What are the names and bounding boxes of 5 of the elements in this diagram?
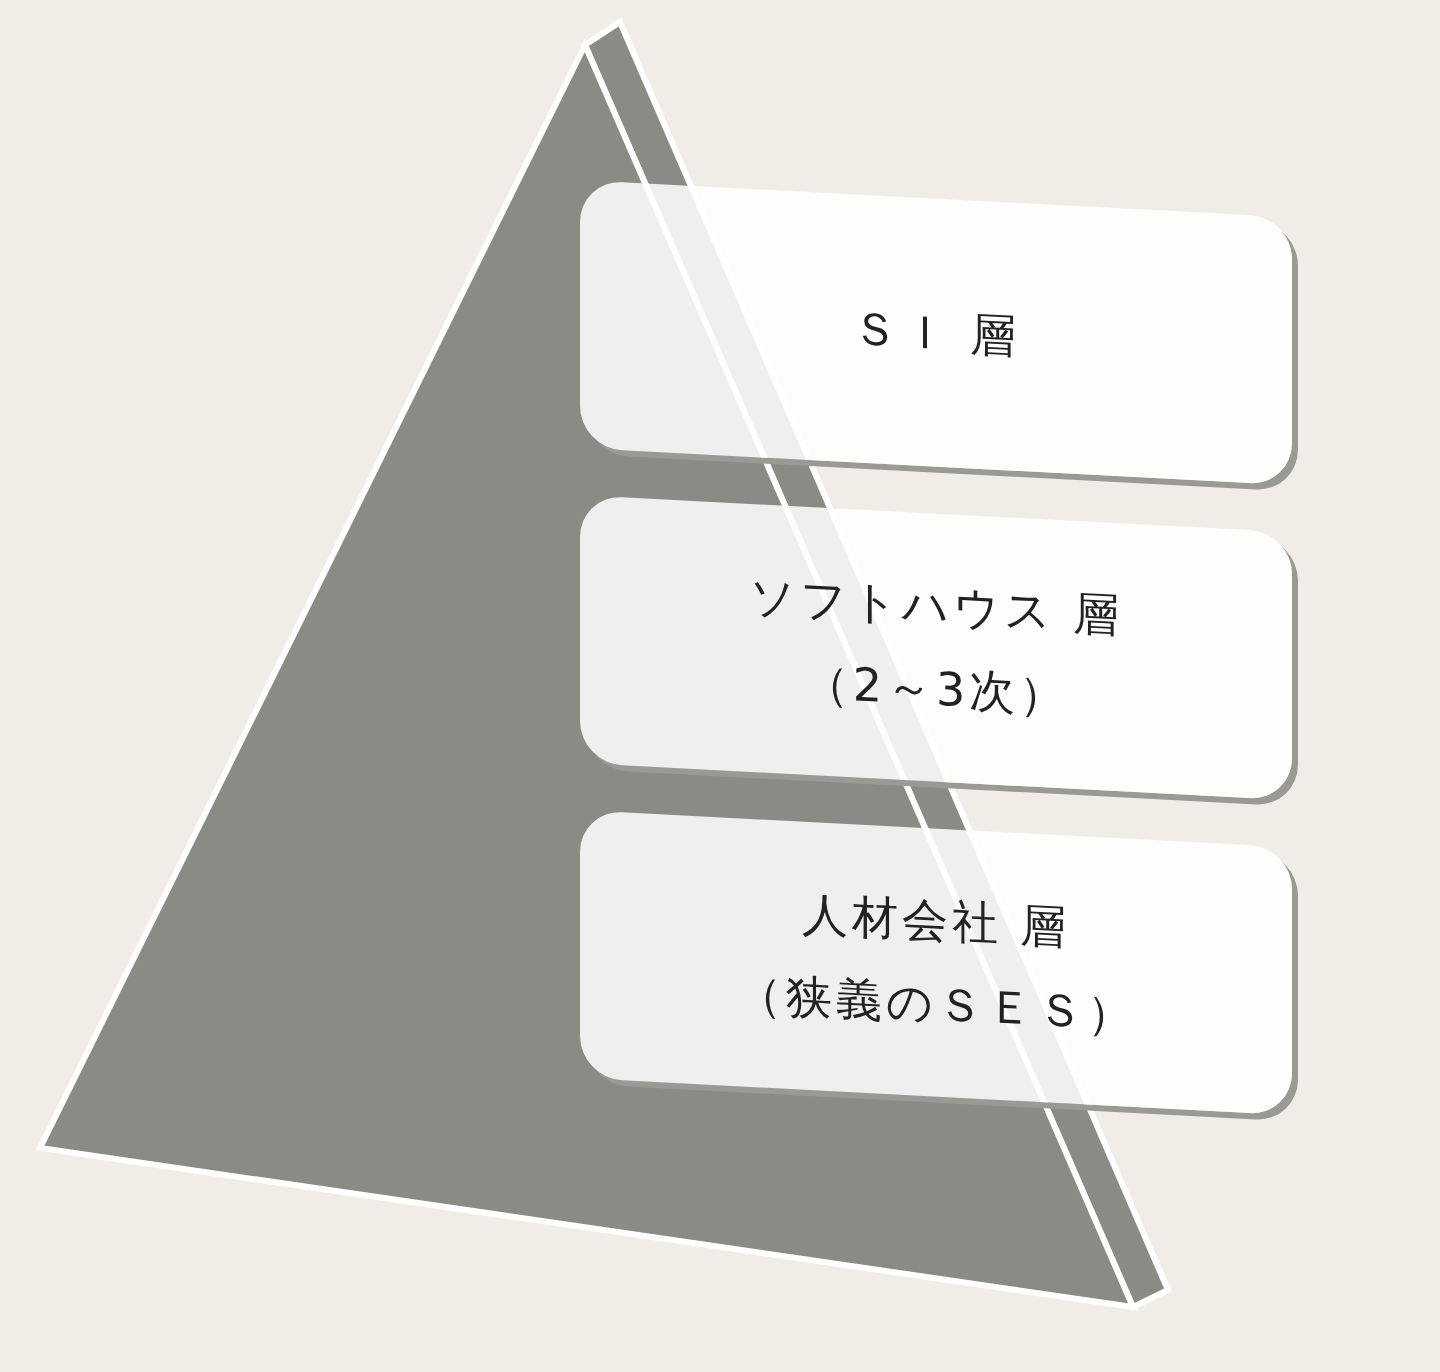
layer-note: （2～3次） — [802, 653, 1070, 725]
layer-label: ＳＩ 層 — [851, 299, 1021, 366]
layer-note: （狭義のＳＥＳ） — [735, 965, 1137, 1044]
layer-label: 人材会社 層 — [801, 885, 1071, 957]
layer-label: ソフトハウス 層 — [748, 568, 1124, 645]
